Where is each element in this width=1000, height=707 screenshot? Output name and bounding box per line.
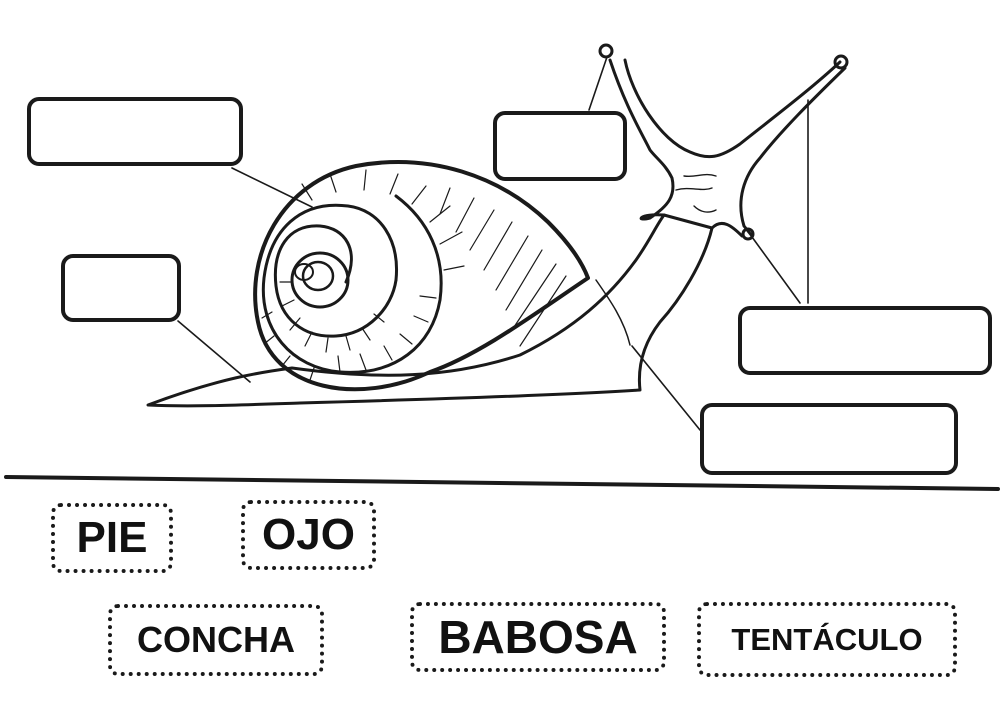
- word-chip-concha[interactable]: CONCHA: [108, 604, 324, 676]
- word-chip-babosa[interactable]: BABOSA: [410, 602, 666, 672]
- lower-tentacle-tip-icon: [741, 227, 755, 241]
- snail-head: [608, 58, 847, 238]
- word-chip-ojo[interactable]: OJO: [241, 500, 376, 570]
- leader-lines: [177, 56, 809, 431]
- drop-target-slug[interactable]: [700, 403, 958, 475]
- drop-target-tentacle[interactable]: [738, 306, 992, 375]
- drop-target-shell[interactable]: [27, 97, 243, 166]
- word-chip-pie[interactable]: PIE: [51, 503, 173, 573]
- eye-right-icon: [833, 54, 849, 70]
- snail-neck-fold: [595, 279, 631, 346]
- snail-body: [146, 213, 714, 408]
- snail-shell: [253, 160, 590, 392]
- eye-left-icon: [598, 43, 614, 59]
- drop-target-foot[interactable]: [61, 254, 181, 322]
- word-chip-tentaculo[interactable]: TENTÁCULO: [697, 602, 957, 677]
- drop-target-eye[interactable]: [493, 111, 627, 181]
- separator-line: [4, 475, 1000, 491]
